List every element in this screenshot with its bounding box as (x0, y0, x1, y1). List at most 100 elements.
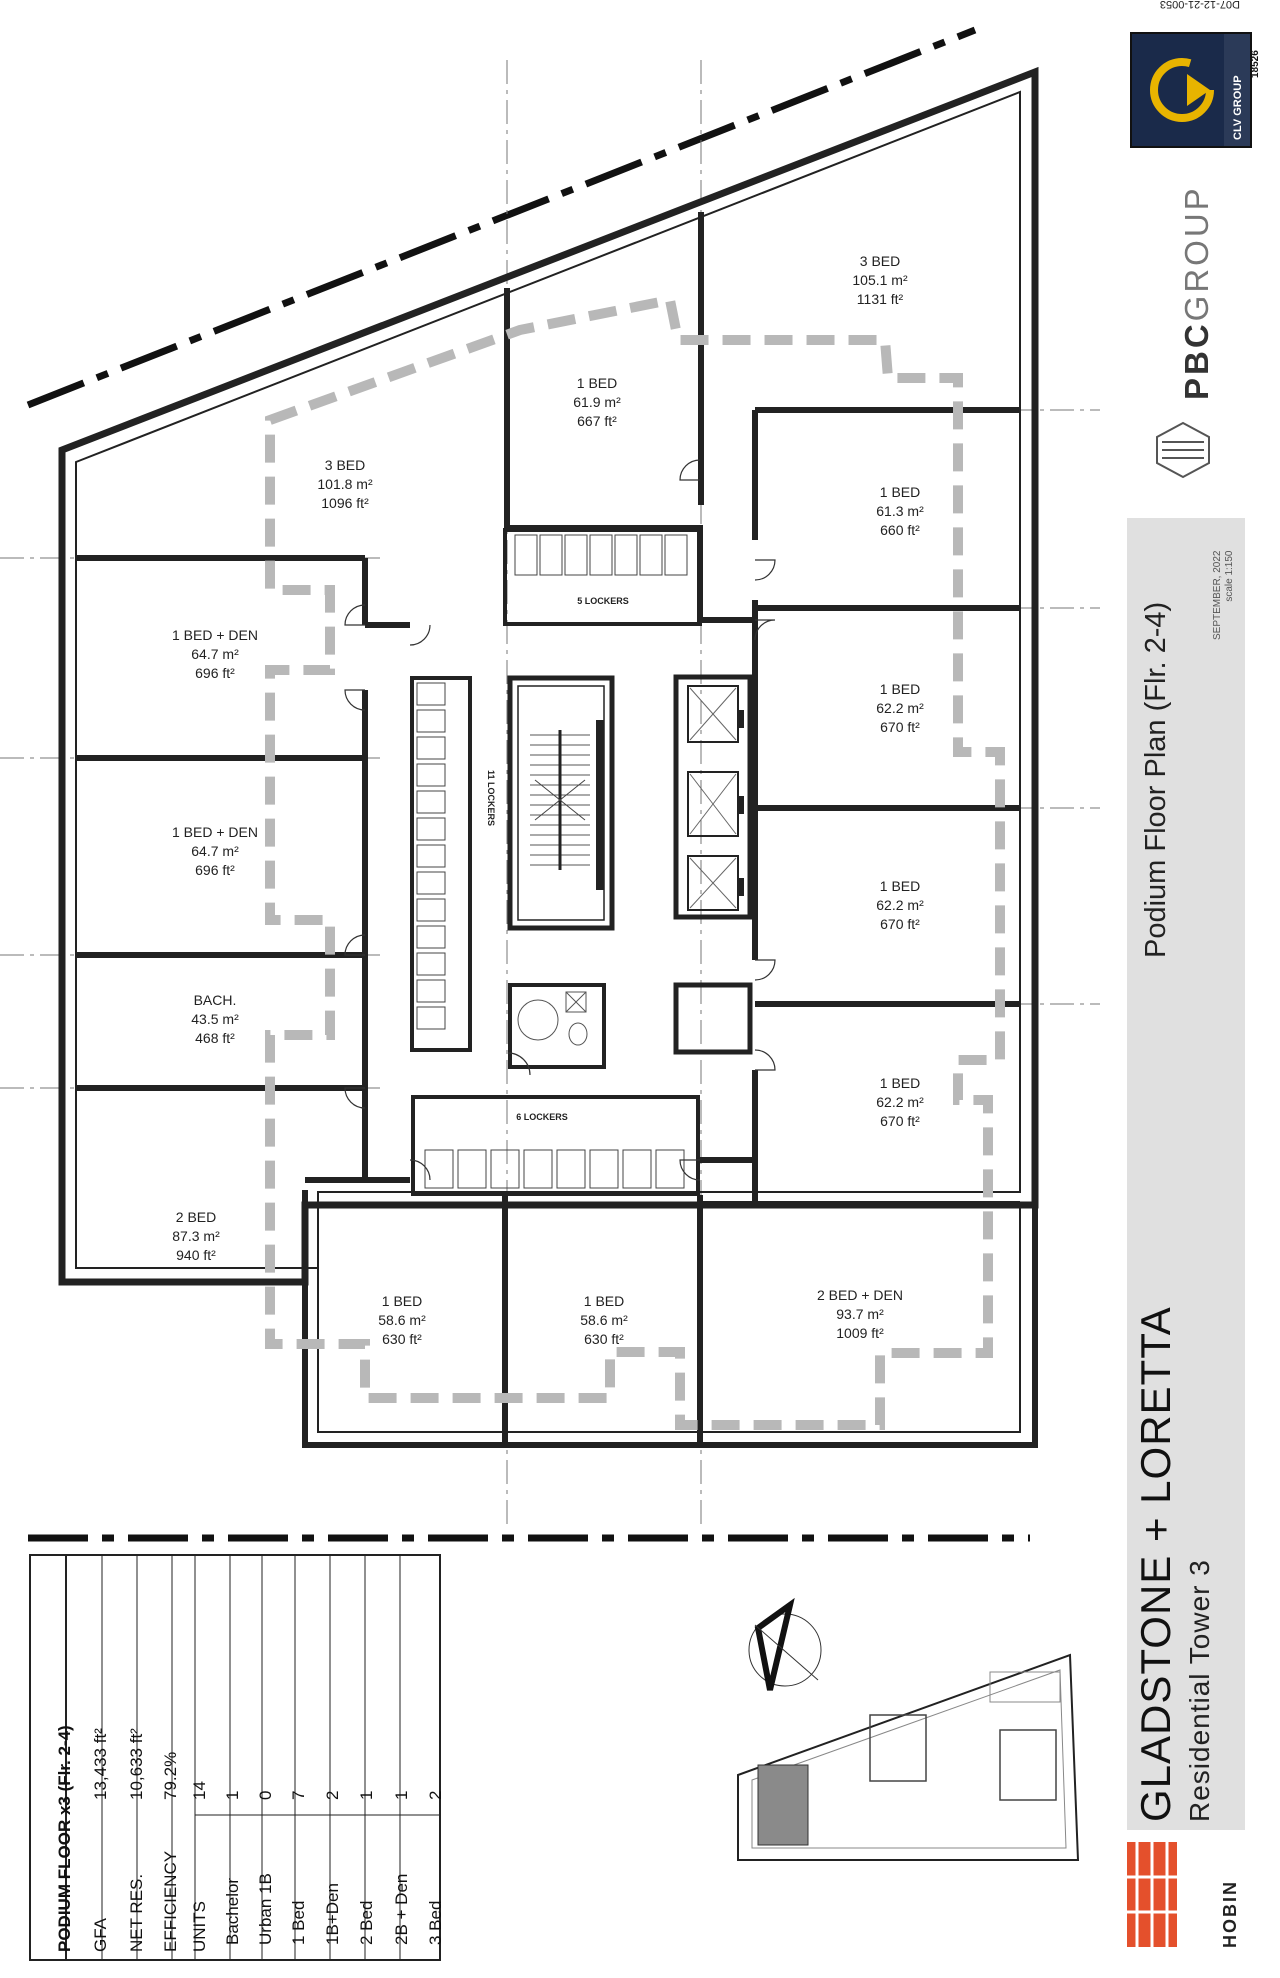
svg-text:1 BED + DEN: 1 BED + DEN (172, 824, 258, 840)
stats-table (29, 1554, 441, 1961)
project-name: GLADSTONE + LORETTA (1132, 1306, 1179, 1822)
unit-1bed-south-a: 1 BED 58.6 m² 630 ft² (378, 1293, 426, 1347)
unit-1bed-south-b: 1 BED 58.6 m² 630 ft² (580, 1293, 628, 1347)
svg-text:630 ft²: 630 ft² (382, 1331, 422, 1347)
svg-text:670 ft²: 670 ft² (880, 1113, 920, 1129)
hobin-logo (1127, 1842, 1177, 1947)
unit-2bed-den: 2 BED + DEN 93.7 m² 1009 ft² (817, 1287, 903, 1341)
svg-text:667 ft²: 667 ft² (577, 413, 617, 429)
unit-1bed-east-b: 1 BED 62.2 m² 670 ft² (876, 681, 924, 735)
drawing-code: D07-12-21-0053 (1159, 0, 1240, 10)
svg-text:64.7 m²: 64.7 m² (191, 843, 239, 859)
svg-text:468 ft²: 468 ft² (195, 1030, 235, 1046)
svg-text:62.2 m²: 62.2 m² (876, 700, 924, 716)
svg-text:61.9 m²: 61.9 m² (573, 394, 621, 410)
service-rooms (508, 982, 753, 1069)
svg-text:696 ft²: 696 ft² (195, 862, 235, 878)
mix-value-1bden: 2 (323, 1790, 342, 1800)
door-swings (344, 459, 776, 1181)
plan-scale: scale 1:150 (1224, 550, 1235, 602)
locker-label-south: 6 LOCKERS (516, 1112, 568, 1122)
stats-label-eff: EFFICIENCY (161, 1850, 180, 1952)
pbc-wordmark: PBCGROUP (1178, 185, 1215, 400)
mix-label-1bden: 1B+Den (323, 1883, 342, 1945)
unit-1bed-north: 1 BED 61.9 m² 667 ft² (573, 375, 621, 429)
building-inner-line (75, 90, 1021, 1269)
bottom-wall (302, 1195, 1038, 1448)
unit-1bed-east-a: 1 BED 61.3 m² 660 ft² (876, 484, 924, 538)
mix-value-1bed: 7 (289, 1790, 308, 1800)
svg-text:1009 ft²: 1009 ft² (836, 1325, 884, 1341)
elevator-core (673, 674, 753, 920)
svg-text:1 BED: 1 BED (880, 681, 920, 697)
unit-area-ft: 1096 ft² (321, 495, 369, 511)
svg-text:1 BED: 1 BED (577, 375, 617, 391)
unit-type: 3 BED (325, 457, 365, 473)
svg-text:670 ft²: 670 ft² (880, 916, 920, 932)
svg-text:93.7 m²: 93.7 m² (836, 1306, 884, 1322)
svg-text:61.3 m²: 61.3 m² (876, 503, 924, 519)
svg-text:660 ft²: 660 ft² (880, 522, 920, 538)
pbc-hex-icon (1152, 420, 1214, 480)
stats-value-eff: 79.2% (161, 1751, 180, 1800)
unit-labels: 3 BED 101.8 m² 1096 ft² 1 BED 61.9 m² 66… (172, 253, 924, 1347)
clv-mark-icon (1150, 34, 1250, 146)
stats-value-net: 10,633 ft² (127, 1728, 146, 1800)
unit-area-m: 101.8 m² (317, 476, 373, 492)
mix-label-urban: Urban 1B (256, 1873, 275, 1945)
svg-text:696 ft²: 696 ft² (195, 665, 235, 681)
stats-label-net: NET RES. (127, 1873, 146, 1952)
property-line-north (26, 26, 977, 409)
svg-text:87.3 m²: 87.3 m² (172, 1228, 220, 1244)
mix-value-2bden: 1 (392, 1790, 411, 1800)
clv-logo (1130, 32, 1252, 148)
plan-title: Podium Floor Plan (Flr. 2-4) (1140, 601, 1172, 958)
svg-text:1 BED + DEN: 1 BED + DEN (172, 627, 258, 643)
svg-text:1 BED: 1 BED (880, 878, 920, 894)
unit-3bed-west: 3 BED 101.8 m² 1096 ft² (317, 457, 373, 511)
svg-text:105.1 m²: 105.1 m² (852, 272, 908, 288)
svg-text:630 ft²: 630 ft² (584, 1331, 624, 1347)
tower-above-outline (265, 294, 1005, 1430)
locker-room-core (410, 676, 472, 1052)
mix-value-urban: 0 (256, 1790, 275, 1800)
mix-label-bachelor: Bachelor (223, 1877, 242, 1945)
hobin-mark-icon (1127, 1842, 1177, 1947)
svg-text:1 BED: 1 BED (880, 484, 920, 500)
unit-bachelor: BACH. 43.5 m² 468 ft² (191, 992, 239, 1046)
svg-text:940 ft²: 940 ft² (176, 1247, 216, 1263)
stats-value-gfa: 13,433 ft² (91, 1728, 110, 1800)
svg-text:62.2 m²: 62.2 m² (876, 897, 924, 913)
mix-label-3bed: 3 Bed (426, 1900, 445, 1945)
svg-text:2 BED: 2 BED (176, 1209, 216, 1225)
unit-1bed-east-d: 1 BED 62.2 m² 670 ft² (876, 1075, 924, 1129)
clv-logo-text: CLV GROUP (1232, 75, 1244, 140)
plan-date: SEPTEMBER, 2022 (1212, 550, 1223, 640)
stats-label-gfa: GFA (91, 1917, 110, 1952)
svg-text:1 BED: 1 BED (584, 1293, 624, 1309)
mix-value-bachelor: 1 (223, 1790, 242, 1800)
svg-text:1131 ft²: 1131 ft² (857, 291, 904, 307)
clv-number: 18526 (1250, 50, 1261, 78)
svg-text:670 ft²: 670 ft² (880, 719, 920, 735)
svg-text:64.7 m²: 64.7 m² (191, 646, 239, 662)
svg-text:BACH.: BACH. (194, 992, 237, 1008)
svg-text:58.6 m²: 58.6 m² (378, 1312, 426, 1328)
svg-text:62.2 m²: 62.2 m² (876, 1094, 924, 1110)
unit-1bed-east-c: 1 BED 62.2 m² 670 ft² (876, 878, 924, 932)
svg-text:1 BED: 1 BED (880, 1075, 920, 1091)
locker-room-south (411, 1095, 700, 1196)
locker-room-north (503, 528, 702, 626)
title-panel (1127, 518, 1245, 1830)
hobin-wordmark: HOBIN (1220, 1880, 1240, 1948)
svg-text:58.6 m²: 58.6 m² (580, 1312, 628, 1328)
plan-date-scale: SEPTEMBER, 2022 scale 1:150 (1212, 551, 1236, 640)
locker-label-north: 5 LOCKERS (577, 596, 629, 606)
mix-label-2bden: 2B + Den (392, 1873, 411, 1945)
svg-text:2 BED + DEN: 2 BED + DEN (817, 1287, 903, 1303)
project-subtitle: Residential Tower 3 (1184, 1559, 1215, 1822)
unit-1bed-den-b: 1 BED + DEN 64.7 m² 696 ft² (172, 824, 258, 878)
locker-label-core: 11 LOCKERS (486, 770, 496, 826)
stats-table-title: PODIUM FLOOR x3 (Flr. 2-4) (55, 1725, 74, 1952)
